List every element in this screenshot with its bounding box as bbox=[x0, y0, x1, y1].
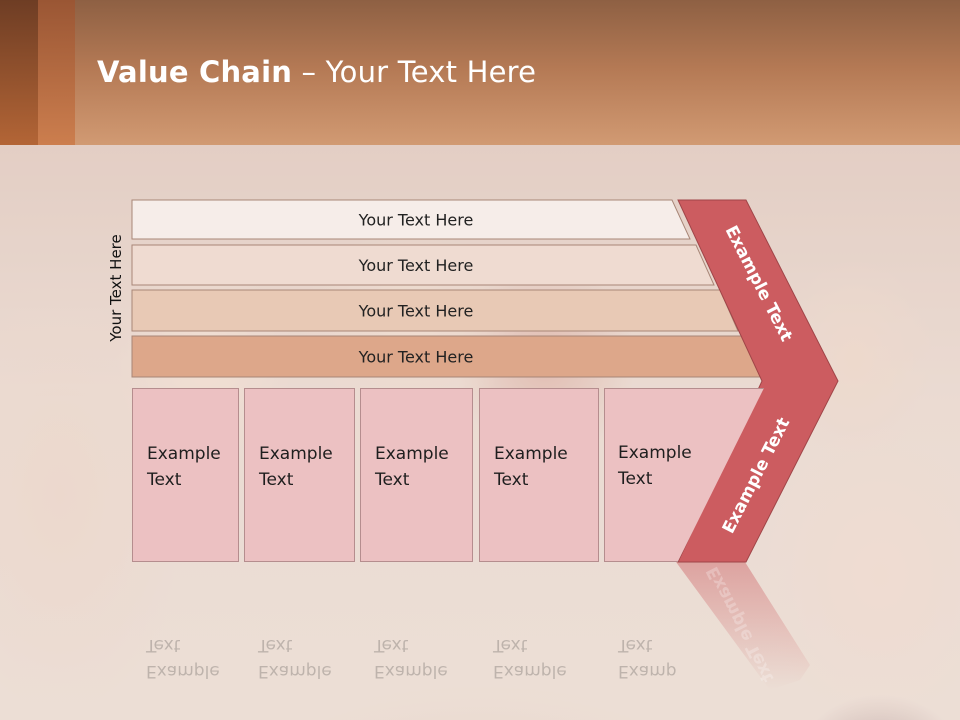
chevron-arrow bbox=[677, 199, 839, 563]
header-accent-bar bbox=[38, 0, 75, 145]
chain-bar bbox=[131, 199, 691, 240]
chain-bar-label: Your Text Here bbox=[358, 256, 474, 275]
chain-bar bbox=[131, 289, 739, 332]
chain-bar-label: Your Text Here bbox=[358, 211, 474, 230]
title-rest: – Your Text Here bbox=[292, 55, 537, 89]
header-band bbox=[0, 0, 960, 145]
arrow-reflection bbox=[676, 562, 810, 690]
slide-title: Value Chain – Your Text Here bbox=[97, 55, 536, 89]
chain-bar-label: Your Text Here bbox=[358, 348, 474, 367]
header-accent-bar bbox=[0, 0, 38, 145]
chain-bar-label: Your Text Here bbox=[358, 302, 474, 321]
chain-bar bbox=[131, 244, 715, 286]
title-bold: Value Chain bbox=[97, 55, 293, 89]
